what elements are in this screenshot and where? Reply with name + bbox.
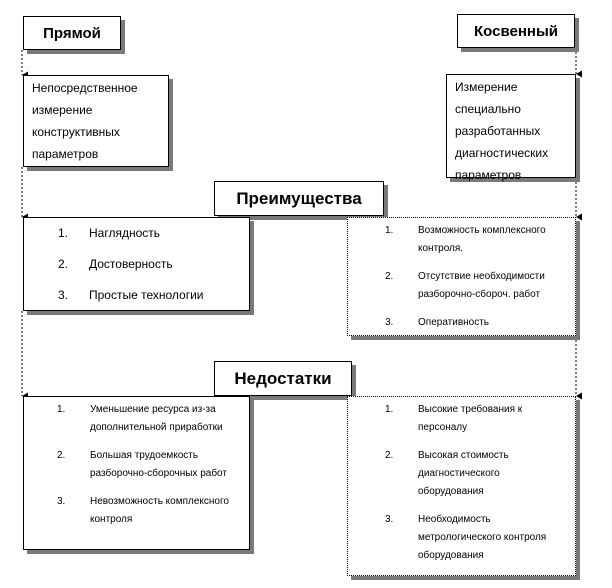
list-item: 1.Возможность комплексного контроля. — [385, 225, 546, 254]
indirect-method-title-text: Косвенный — [474, 22, 558, 40]
advantages-title-text: Преимущества — [236, 188, 362, 208]
list-item: 1.Высокие требования к персоналу — [385, 404, 523, 433]
disadvantages-title-text: Недостатки — [234, 368, 332, 388]
list-item: 1.Наглядность — [58, 226, 161, 240]
list-item: 2.Высокая стоимость диагностического обо… — [385, 450, 509, 497]
direct-disadvantages-box: 1.Уменьшение ресурса из-за дополнительно… — [23, 396, 250, 550]
direct-method-description: Непосредственное измерение конструктивны… — [23, 75, 169, 167]
direct-advantages-list: 1.Наглядность 2.Достоверность 3.Простые … — [58, 226, 249, 319]
advantages-title: Преимущества — [214, 181, 384, 216]
direct-method-title-text: Прямой — [43, 24, 101, 42]
list-item: 2.Большая трудоемкость разборочно-сбороч… — [57, 450, 227, 479]
list-item: 1.Уменьшение ресурса из-за дополнительно… — [57, 404, 223, 433]
indirect-disadvantages-list: 1.Высокие требования к персоналу 2.Высок… — [385, 401, 567, 565]
list-item: 3.Необходимость метрологического контрол… — [385, 514, 547, 561]
indirect-advantages-list: 1.Возможность комплексного контроля. 2.О… — [385, 222, 567, 332]
disadvantages-title: Недостатки — [214, 361, 352, 396]
indirect-method-description-text: Измерение специально разработанных диагн… — [455, 80, 549, 182]
indirect-method-description: Измерение специально разработанных диагн… — [446, 74, 576, 182]
direct-method-description-text: Непосредственное измерение конструктивны… — [32, 81, 138, 161]
list-item: 3.Оперативность — [385, 317, 490, 328]
indirect-disadvantages-box: 1.Высокие требования к персоналу 2.Высок… — [347, 396, 576, 576]
list-item: 3.Невозможность комплексного контроля — [57, 496, 229, 525]
list-item: 2.Достоверность — [58, 257, 173, 271]
list-item: 3.Простые технологии — [58, 288, 204, 302]
direct-advantages-box: 1.Наглядность 2.Достоверность 3.Простые … — [23, 217, 250, 311]
indirect-advantages-box: 1.Возможность комплексного контроля. 2.О… — [347, 217, 576, 336]
direct-disadvantages-list: 1.Уменьшение ресурса из-за дополнительно… — [57, 401, 243, 529]
indirect-method-title: Косвенный — [457, 14, 575, 48]
list-item: 2.Отсутствие необходимости разборочно-сб… — [385, 271, 545, 300]
direct-method-title: Прямой — [23, 16, 121, 50]
